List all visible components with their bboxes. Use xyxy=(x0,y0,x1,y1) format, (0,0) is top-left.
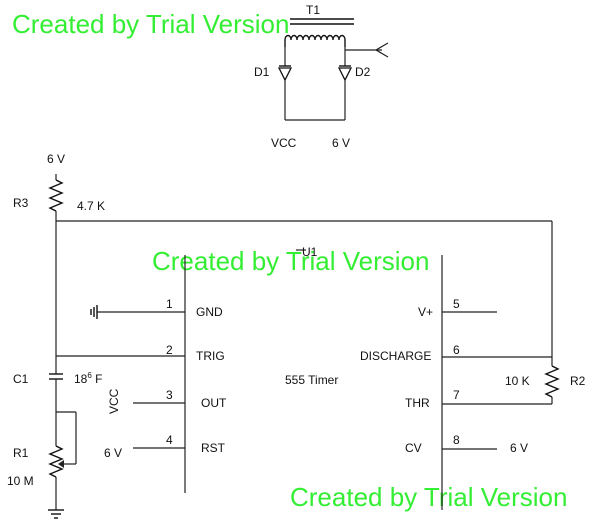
pin-3-label: OUT xyxy=(201,396,227,410)
timer-name: 555 Timer xyxy=(285,373,338,387)
pin-4-number: 4 xyxy=(166,433,173,447)
diode-d2-label: D2 xyxy=(355,65,371,79)
rst-supply-label: 6 V xyxy=(104,446,122,460)
potentiometer-wiper-arrow-icon xyxy=(58,460,64,468)
capacitor-c1-value-unit: F xyxy=(92,372,103,386)
pin-7-label: THR xyxy=(405,396,430,410)
watermark-middle: Created by Trial Version xyxy=(152,246,429,276)
diode-d1-label: D1 xyxy=(254,65,270,79)
pin-8-number: 8 xyxy=(453,433,460,447)
watermark-bottom: Created by Trial Version xyxy=(290,482,567,512)
transformer-winding xyxy=(284,34,346,47)
diode-d2-symbol-icon xyxy=(337,67,353,82)
watermark-top: Created by Trial Version xyxy=(12,9,289,39)
diode-d1-symbol-icon xyxy=(277,67,293,82)
pin-6-number: 6 xyxy=(453,343,460,357)
transformer-t1: T1 xyxy=(284,3,389,66)
pin-5-label: V+ xyxy=(418,305,433,319)
resistor-r2-ref: R2 xyxy=(570,374,586,388)
resistor-r3: R3 4.7 K xyxy=(13,174,105,221)
resistor-r2: 10 K R2 xyxy=(505,365,586,404)
cv-supply-label: 6 V xyxy=(510,441,528,455)
capacitor-c1-value-exponent: 6 xyxy=(87,371,92,380)
diode-d2: D2 xyxy=(337,65,371,120)
pin-5-number: 5 xyxy=(453,297,460,311)
capacitor-c1-value-base: 18 xyxy=(74,372,88,386)
pin-8-label: CV xyxy=(405,441,422,455)
transformer-ref: T1 xyxy=(306,3,320,17)
capacitor-c1: C1 186 F xyxy=(13,356,102,398)
potentiometer-r1-symbol-icon xyxy=(48,445,64,478)
capacitor-c1-ref: C1 xyxy=(13,372,29,386)
pin-4-label: RST xyxy=(201,441,226,455)
out-vcc-label: VCC xyxy=(107,388,121,414)
pin-2-label: TRIG xyxy=(196,349,225,363)
timer-ref: U1 xyxy=(302,245,318,259)
pin-3-number: 3 xyxy=(166,388,173,402)
potentiometer-r1-value: 10 M xyxy=(7,474,34,488)
resistor-r2-symbol-icon xyxy=(544,365,560,398)
center-tap-arrow-icon xyxy=(374,42,389,58)
pin-6-label: DISCHARGE xyxy=(360,349,431,363)
ground-icon-bottom xyxy=(48,509,64,519)
pin-1-label: GND xyxy=(196,305,223,319)
timer-u1: U1 555 Timer xyxy=(184,245,443,510)
resistor-r3-value: 4.7 K xyxy=(77,199,105,213)
resistor-r3-ref: R3 xyxy=(13,196,29,210)
ground-icon-pin1 xyxy=(90,305,98,319)
pin-2-number: 2 xyxy=(166,343,173,357)
pin-1-number: 1 xyxy=(166,297,173,311)
resistor-r3-symbol-icon xyxy=(48,179,64,212)
supply-6v-label: 6 V xyxy=(47,152,65,166)
potentiometer-r1-ref: R1 xyxy=(13,446,29,460)
diode-d1: D1 xyxy=(254,65,293,120)
potentiometer-r1: R1 10 M xyxy=(7,398,77,510)
rectifier-vcc-label: VCC xyxy=(271,136,297,150)
rectifier-voltage-label: 6 V xyxy=(332,136,350,150)
resistor-r2-value: 10 K xyxy=(505,374,530,388)
pin-7-number: 7 xyxy=(453,388,460,402)
capacitor-c1-value: 186 F xyxy=(74,371,102,386)
